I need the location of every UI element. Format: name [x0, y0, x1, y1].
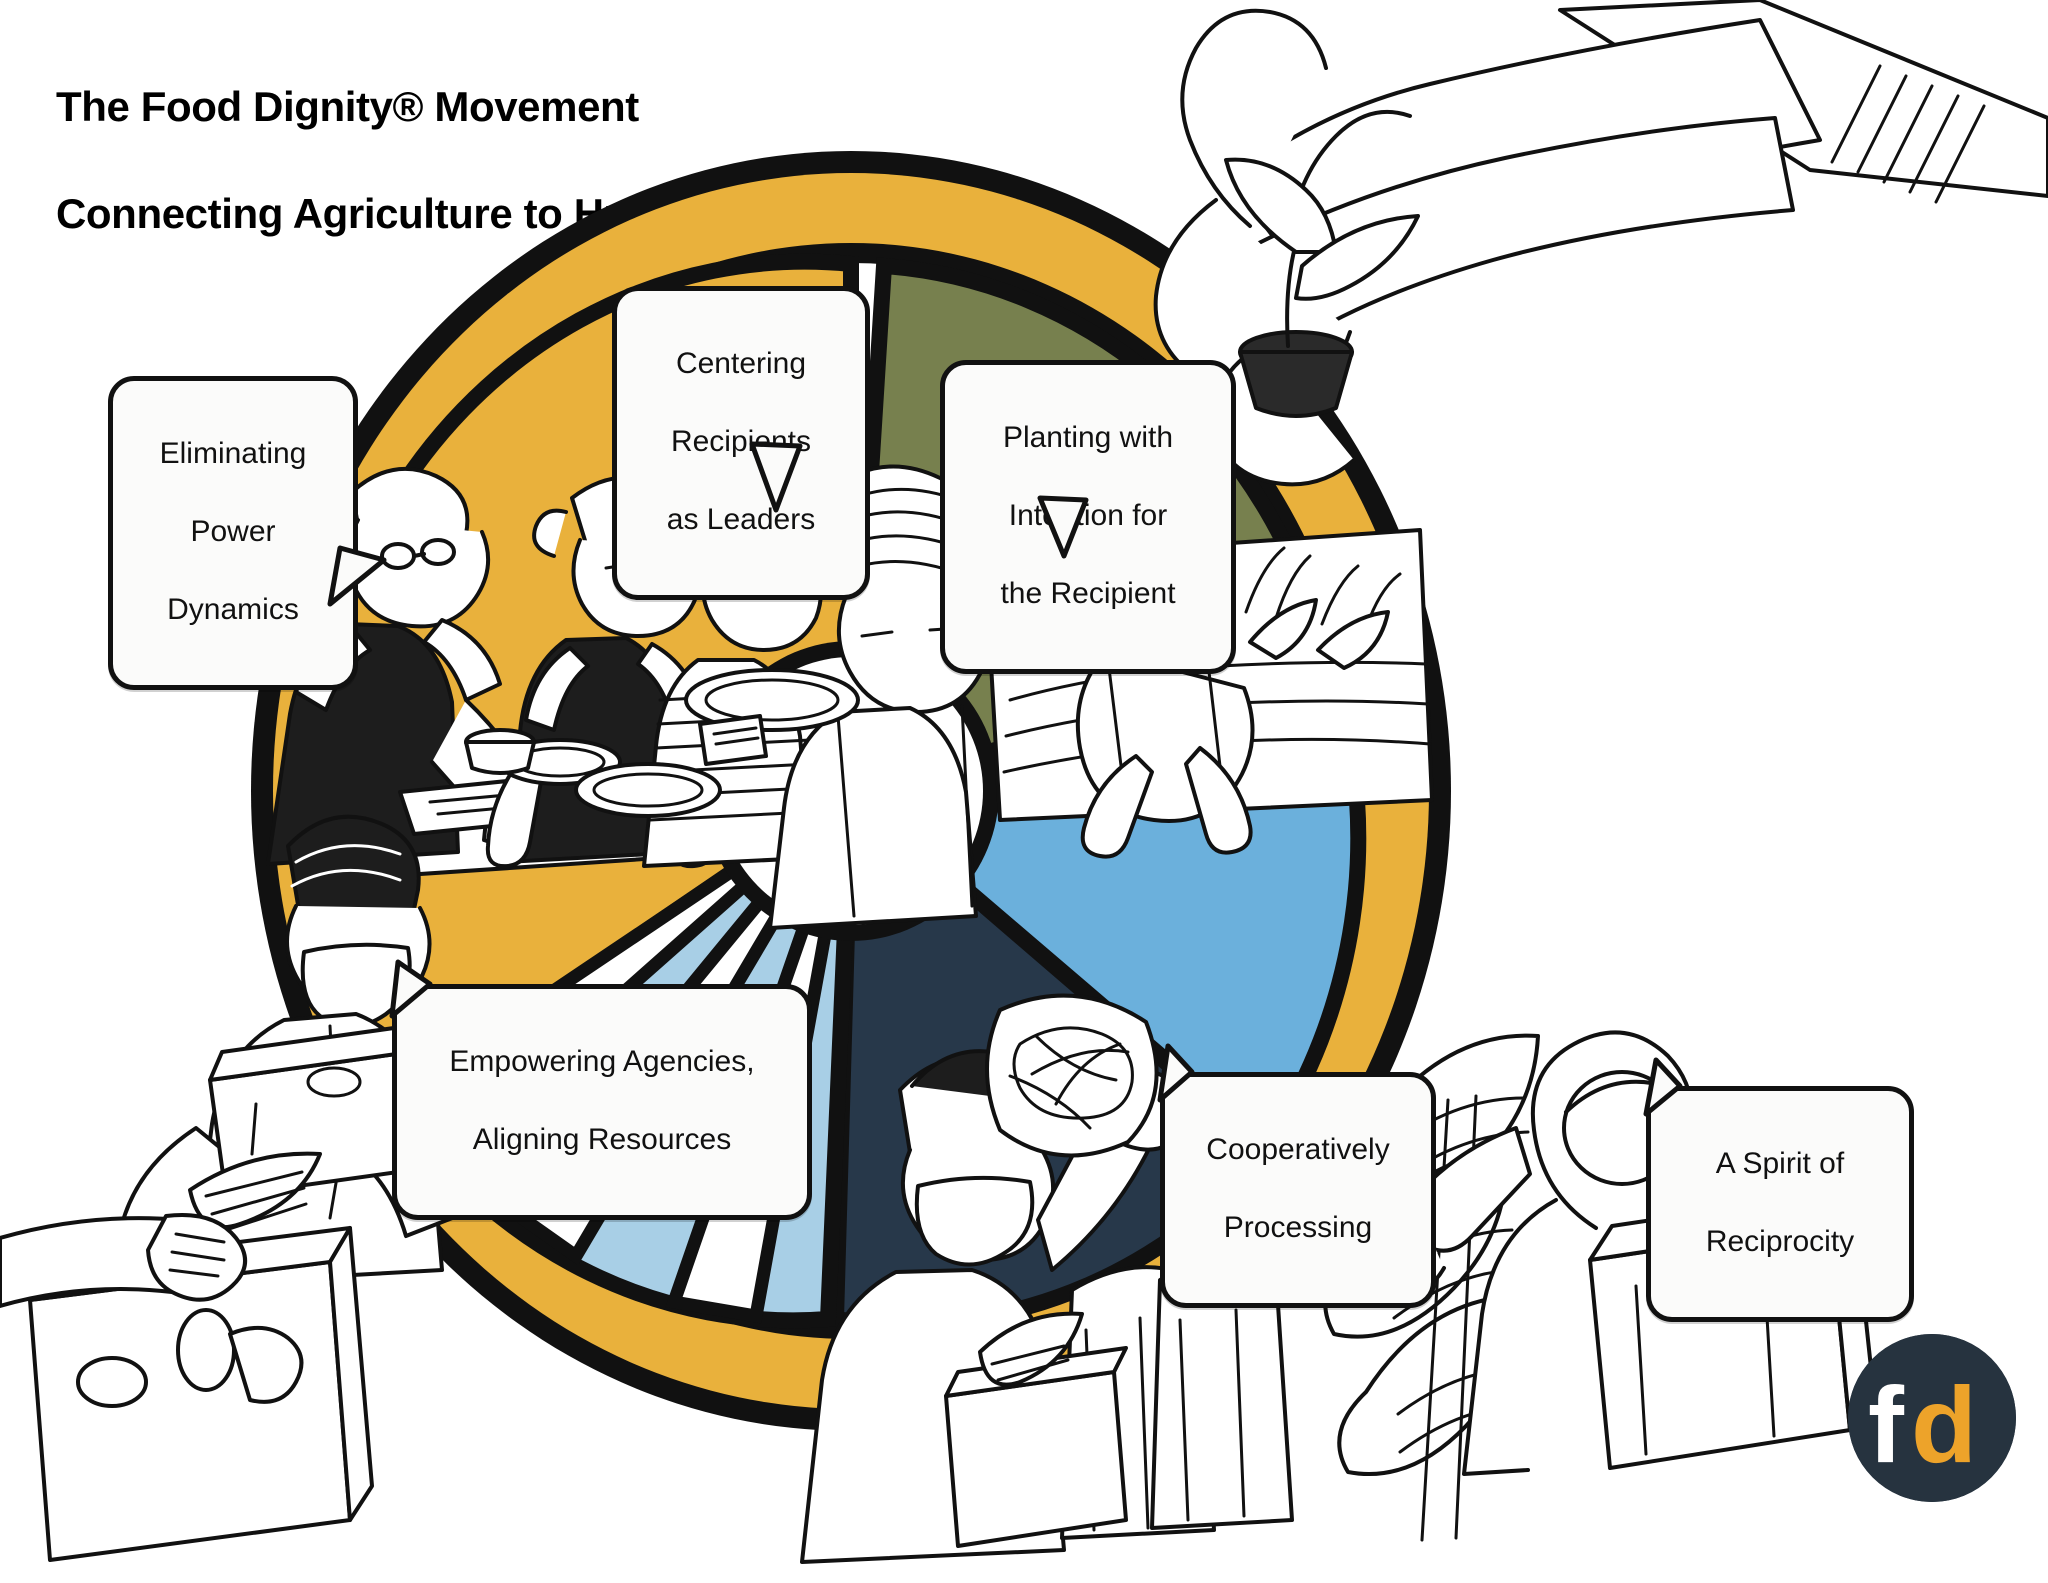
callout-line: the Recipient: [1000, 577, 1176, 610]
callout-line: Centering: [675, 347, 807, 380]
callout-eliminating-power-dynamics[interactable]: Eliminating Power Dynamics: [108, 376, 358, 690]
callout-empowering-agencies[interactable]: Empowering Agencies, Aligning Resources: [392, 984, 812, 1220]
logo-letter-d: d: [1911, 1364, 1977, 1485]
callout-line: Intention for: [1008, 499, 1168, 532]
callout-spirit-of-reciprocity[interactable]: A Spirit of Reciprocity: [1646, 1086, 1914, 1322]
callout-line: Dynamics: [167, 593, 299, 626]
callout-line: A Spirit of: [1715, 1147, 1845, 1180]
logo-svg: f d: [1848, 1334, 2016, 1502]
callout-line: Recipients: [670, 425, 812, 458]
callout-line: Cooperatively: [1206, 1133, 1390, 1166]
wheel-hub[interactable]: [719, 657, 983, 925]
callout-cooperatively-processing[interactable]: Cooperatively Processing: [1160, 1072, 1436, 1308]
callout-line: Planting with: [1002, 421, 1174, 454]
callout-line: as Leaders: [666, 503, 816, 536]
callout-line: Processing: [1223, 1211, 1373, 1244]
title-line-1: The Food Dignity® Movement: [56, 82, 639, 130]
callout-line: Empowering Agencies,: [449, 1045, 755, 1078]
callout-planting-with-intention[interactable]: Planting with Intention for the Recipien…: [940, 360, 1236, 674]
logo-letter-f: f: [1868, 1364, 1905, 1485]
logo-circle: [1848, 1334, 2016, 1502]
food-dignity-logo[interactable]: f d: [1848, 1334, 2016, 1502]
callout-centering-recipients[interactable]: Centering Recipients as Leaders: [612, 286, 870, 600]
callout-line: Power: [190, 515, 276, 548]
callout-line: Eliminating: [159, 437, 307, 470]
callout-line: Reciprocity: [1705, 1225, 1855, 1258]
callout-line: Aligning Resources: [472, 1123, 732, 1156]
